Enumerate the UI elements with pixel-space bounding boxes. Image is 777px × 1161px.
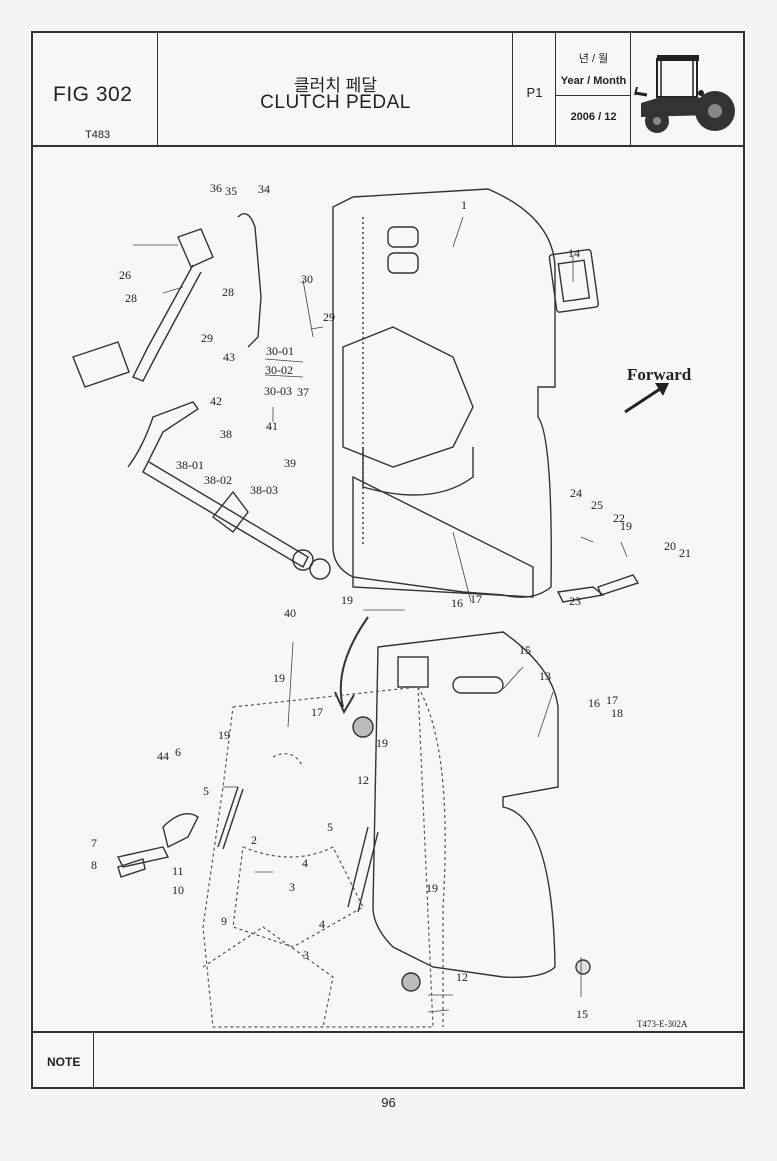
part-callout: 5 [203,784,209,798]
part-callout: 26 [119,268,131,282]
part-callout: 29 [323,310,335,324]
part-callout: 43 [223,350,235,364]
part-callout: 5 [327,820,333,834]
header-block: FIG 302 T483 클러치 페달 CLUTCH PEDAL P1 년 / … [33,33,743,147]
part-callout: 19 [426,881,438,895]
part-callout: 41 [266,419,278,433]
part-callout: 25 [591,498,603,512]
part-callout: 38-03 [250,483,278,497]
part-callout: 28 [125,291,137,305]
part-callout: 16 [588,696,600,710]
part-callout: 11 [172,864,184,878]
page-cell: P1 [513,33,556,145]
part-callout: 21 [679,546,691,560]
part-callout: 23 [569,594,581,608]
part-callout: 22 [613,511,625,525]
part-callout: 28 [222,285,234,299]
tractor-cell [631,33,743,145]
part-callout: 13 [539,669,551,683]
title-english: CLUTCH PEDAL [260,92,411,113]
part-callout: 42 [210,394,222,408]
part-callout: 29 [201,331,213,345]
part-callout: 3 [303,948,309,962]
page-number: 96 [381,1095,396,1110]
part-callout: 38 [220,427,232,441]
part-callout: 30 [301,272,313,286]
part-callout: 14 [568,246,580,260]
fig-number: FIG 302 [53,83,133,106]
note-row: NOTE [33,1031,743,1089]
part-callout: 17 [311,705,323,719]
part-callout: 19 [218,728,230,742]
sheet-page: P1 [526,85,543,100]
drawing-code: T473-E-302A [637,1019,688,1029]
note-cell: NOTE [33,1033,94,1089]
part-callout: 19 [620,519,632,533]
year-month-value: 2006 / 12 [570,111,617,123]
part-callout: 20 [664,539,676,553]
divider [556,95,631,96]
part-callout: 15 [576,1007,588,1021]
part-callout: 2 [251,833,257,847]
part-callout: 19 [376,736,388,750]
part-callout: 24 [570,486,582,500]
title-cell: 클러치 페달 CLUTCH PEDAL [158,33,513,145]
forward-arrow-icon [624,383,669,414]
part-callout: 18 [611,706,623,720]
forward-label: Forward [627,365,692,384]
part-callout: 9 [221,914,227,928]
part-callout: 38-02 [204,473,232,487]
part-callout: 4 [319,917,325,931]
part-callout: 30-03 [264,384,292,398]
part-callout: 39 [284,456,296,470]
model-code: T483 [85,129,111,141]
part-callout: 30-01 [266,344,294,358]
part-callout: 35 [225,184,237,198]
title-korean: 클러치 페달 [294,76,377,95]
part-callout: 38-01 [176,458,204,472]
part-callout: 17 [606,693,618,707]
part-callout: 30-02 [265,363,293,377]
part-callout: 8 [91,858,97,872]
part-callout: 36 [210,181,222,195]
part-callout: 19 [341,593,353,607]
part-callout: 17 [470,592,482,606]
part-callout: 40 [284,606,296,620]
part-callout: 34 [258,182,270,196]
fig-cell: FIG 302 T483 [33,33,158,145]
part-callout: 1 [461,198,467,212]
part-callout: 19 [273,671,285,685]
part-callout: 12 [357,773,369,787]
date-cell: 년 / 월 Year / Month 2006 / 12 [556,33,631,145]
part-callout: 4 [302,856,308,870]
part-callout: 16 [451,596,463,610]
part-callout: 7 [91,836,97,850]
part-callout: 3 [289,880,295,894]
tractor-icon [634,55,735,133]
part-callout: 6 [175,745,181,759]
exploded-view: Forward T473-E-302A 12334455678910111212… [72,181,692,1029]
year-month-label: Year / Month [560,75,627,87]
part-callout: 44 [157,749,169,763]
year-month-korean: 년 / 월 [578,53,609,65]
part-callout: 12 [456,970,468,984]
parts-sheet: FIG 302 T483 클러치 페달 CLUTCH PEDAL P1 년 / … [31,31,745,1089]
part-callout: 15 [519,643,531,657]
part-callout: 37 [297,385,309,399]
note-label: NOTE [47,1055,81,1069]
part-callout: 10 [172,883,184,897]
